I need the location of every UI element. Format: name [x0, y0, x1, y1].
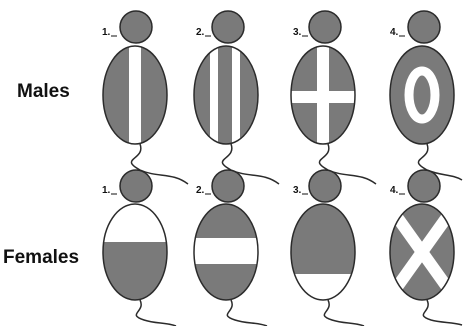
head: [309, 11, 341, 43]
row-label-females: Females: [3, 247, 79, 268]
tail: [423, 300, 462, 325]
figure-number: 3.: [293, 27, 302, 38]
tail: [227, 300, 267, 326]
head: [120, 11, 152, 43]
head: [408, 170, 440, 202]
figure-number: 1.: [102, 185, 111, 196]
figure-number: 3.: [293, 185, 302, 196]
male-figure-4: 4.: [390, 11, 462, 180]
head: [212, 11, 244, 43]
female-figure-4: 4.: [390, 170, 462, 325]
head: [212, 170, 244, 202]
figure-number: 4.: [390, 27, 399, 38]
male-figure-2: 2.: [194, 11, 279, 184]
marking: [285, 40, 361, 150]
head: [408, 11, 440, 43]
figure-number: 2.: [196, 185, 205, 196]
head: [309, 170, 341, 202]
female-figure-3: 3.: [288, 170, 364, 326]
female-figure-2: 2.: [190, 170, 267, 326]
male-figure-1: 1.: [102, 11, 188, 184]
figure-number: 4.: [390, 185, 399, 196]
marking: [129, 40, 141, 150]
head: [120, 170, 152, 202]
row-label-males: Males: [17, 81, 70, 102]
marking: [190, 238, 262, 264]
figure-number: 2.: [196, 27, 205, 38]
female-figure-1: 1.: [100, 170, 176, 326]
male-figure-3: 3.: [285, 11, 376, 184]
tail: [324, 300, 364, 326]
tail: [136, 300, 176, 326]
figure-number: 1.: [102, 27, 111, 38]
